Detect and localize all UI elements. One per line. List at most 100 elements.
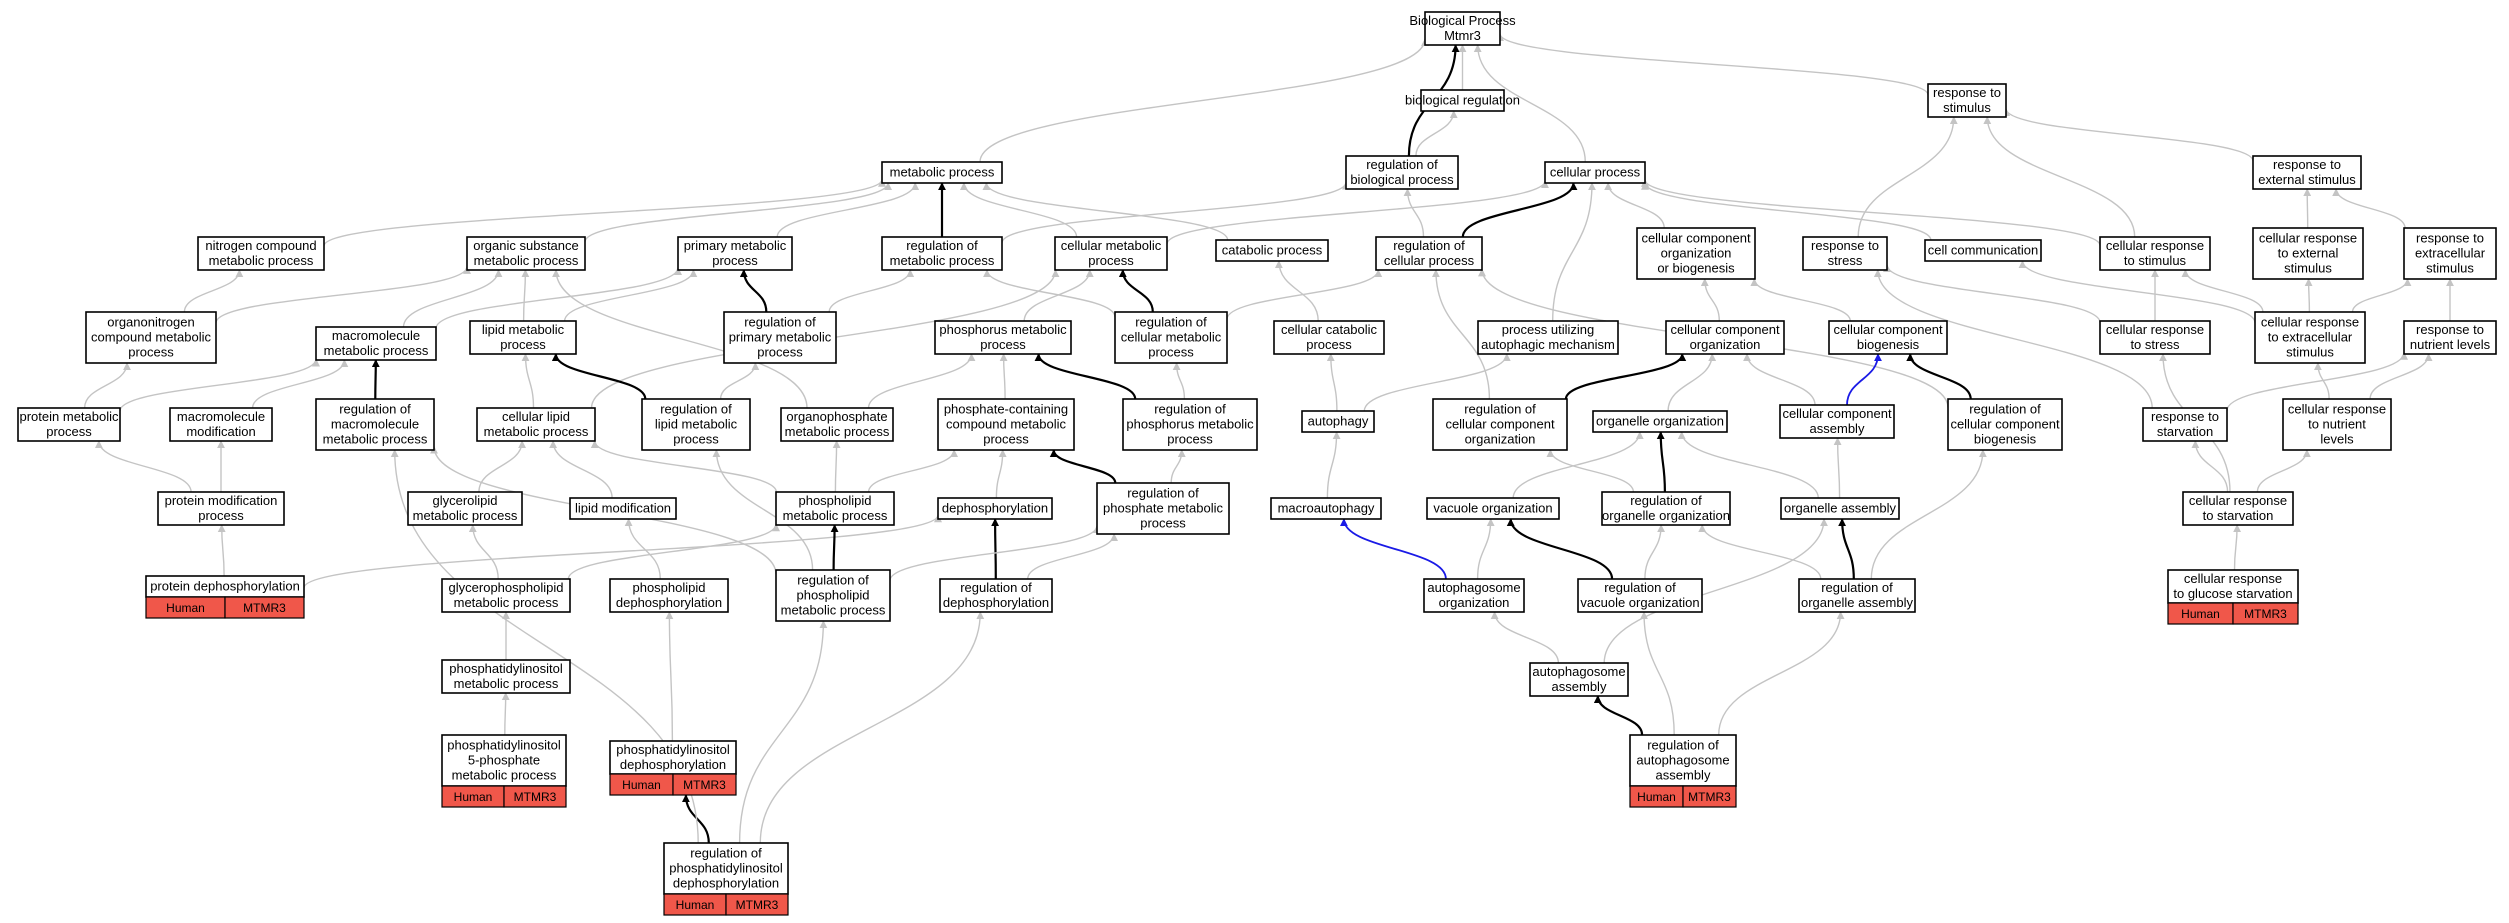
term-node-organelle-org[interactable]: organelle organization	[1592, 410, 1728, 433]
term-label-line: starvation	[2157, 424, 2213, 439]
term-node-lipid-mod[interactable]: lipid modification	[569, 497, 677, 520]
term-label-line: process	[198, 508, 244, 523]
term-label-line: regulation of	[960, 580, 1032, 595]
term-node-cell-proc[interactable]: cellular process	[1544, 161, 1646, 184]
term-node-autophagy[interactable]: autophagy	[1301, 410, 1375, 433]
term-box	[157, 491, 285, 526]
term-node-metab[interactable]: metabolic process	[881, 161, 1003, 184]
edge-cell_resp_extracell-to-cell_resp_stim	[2181, 269, 2264, 313]
term-label-line: stimulus	[2284, 261, 2332, 276]
gene-badge-box	[2232, 602, 2299, 625]
edge-cell_resp_starv-to-resp_starv	[2191, 440, 2229, 493]
term-box	[934, 320, 1072, 355]
term-node-pi-dephos[interactable]: phosphatidylinositoldephosphorylationHum…	[609, 740, 737, 796]
term-label-line: primary metabolic	[729, 330, 832, 345]
edge-reg_autophagosome_asm-to-autophagosome_asm	[1593, 695, 1644, 736]
edge-macroautophagy-to-autophagy	[1326, 431, 1341, 499]
term-label-line: cellular component	[1833, 322, 1943, 337]
edge-nitro-to-metab	[323, 178, 886, 247]
term-node-bioreg[interactable]: biological regulation	[1405, 89, 1520, 112]
edge-cell_proc-to-bp	[1473, 44, 1586, 163]
term-box	[1592, 410, 1728, 433]
edge-cell_resp_extracell-to-cell_resp_ext	[2304, 278, 2313, 313]
edge-reg_cc_org-to-cc_org	[1564, 353, 1687, 400]
term-node-organelle-assembly[interactable]: organelle assembly	[1780, 497, 1900, 520]
edge-reg_pi_dephos-to-pi_dephos	[681, 794, 710, 844]
term-box	[85, 311, 217, 364]
term-node-vacuole-org[interactable]: vacuole organization	[1426, 497, 1560, 520]
term-box	[677, 236, 793, 271]
term-label-line: biogenesis	[1974, 432, 2037, 447]
term-label-line: metabolic process	[781, 603, 886, 618]
term-node-catab[interactable]: catabolic process	[1215, 239, 1329, 262]
term-label-line: cellular response	[2259, 231, 2357, 246]
term-node-macroautophagy[interactable]: macroautophagy	[1270, 497, 1382, 520]
term-node-reg-pi-dephos[interactable]: regulation ofphosphatidylinositoldephosp…	[663, 842, 789, 916]
term-node-pi5p[interactable]: phosphatidylinositol5-phosphatemetabolic…	[441, 734, 567, 808]
term-node-cell-comm[interactable]: cell communication	[1924, 239, 2042, 262]
term-node-dephos[interactable]: dephosphorylation	[937, 497, 1053, 520]
edge-reg_organelle_asm-to-organelle_assembly	[1838, 518, 1855, 580]
edge-reg_cell-to-cell_proc	[1461, 182, 1578, 238]
